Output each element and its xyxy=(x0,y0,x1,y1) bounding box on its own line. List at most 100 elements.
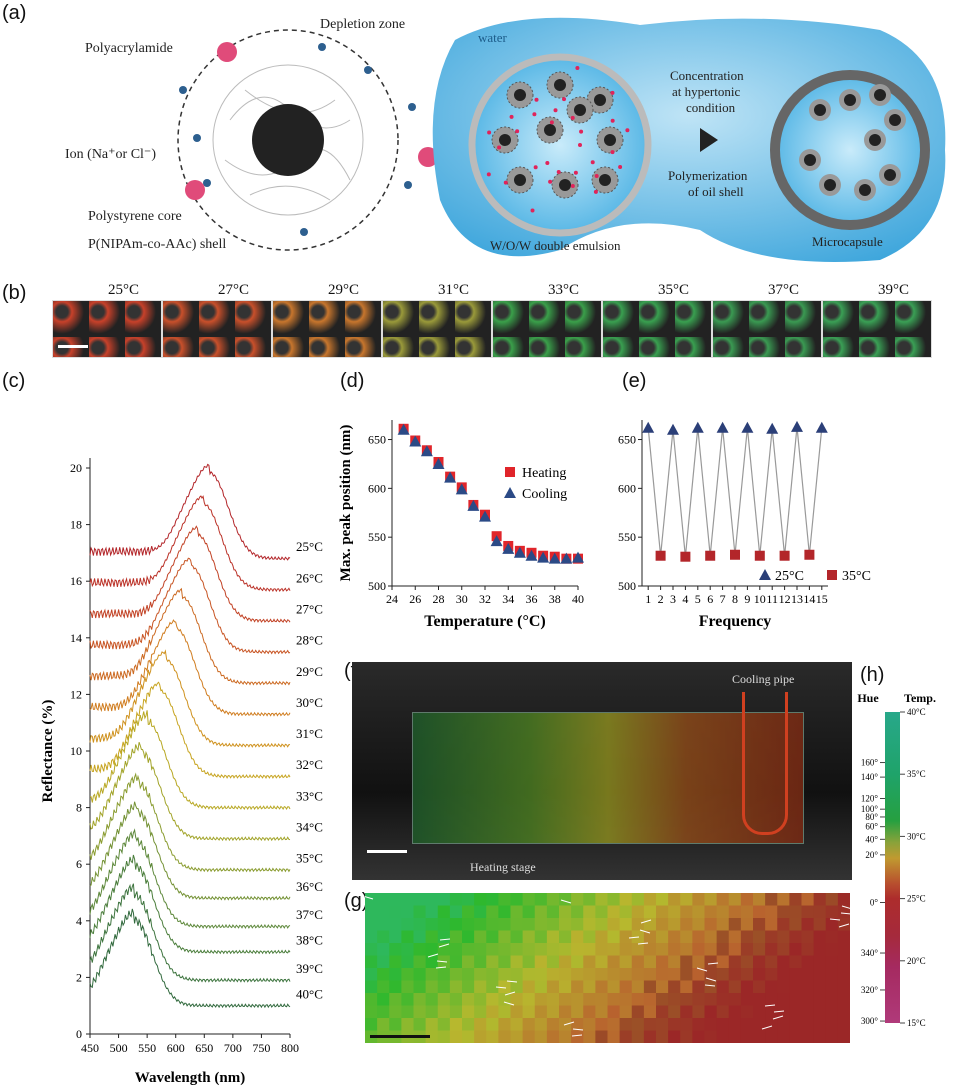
heatmap-cell xyxy=(474,955,487,969)
heatmap-cell xyxy=(365,930,378,944)
heatmap-cell xyxy=(413,993,427,1006)
y-tick-label: 650 xyxy=(618,433,636,447)
heatmap-cell xyxy=(534,930,548,944)
heatmap-cell xyxy=(474,1030,487,1043)
heatmap-cell xyxy=(583,955,596,969)
microgel-core xyxy=(594,94,606,106)
heatmap-cell xyxy=(668,968,681,981)
spectrum-line xyxy=(89,619,291,717)
heatmap-cell xyxy=(716,918,730,931)
x-tick-label: 36 xyxy=(526,592,538,606)
heatmap-cell xyxy=(789,968,802,981)
heatmap-cell xyxy=(813,930,827,944)
spectrum-line xyxy=(89,710,291,811)
x-tick-label: 32 xyxy=(479,592,491,606)
x-tick-label: 8 xyxy=(732,592,738,606)
x-tick-label: 4 xyxy=(682,592,688,606)
heatmap-cell xyxy=(789,943,802,956)
heatmap-cell xyxy=(619,943,633,956)
heatmap-cell xyxy=(498,930,511,944)
heatmap-cell xyxy=(801,980,815,994)
heatmap-cell xyxy=(607,918,621,931)
heatmap-cell xyxy=(365,943,378,956)
heatmap-cell xyxy=(571,905,584,919)
microgel-core xyxy=(889,114,901,126)
heatmap-cell xyxy=(704,918,718,931)
series-label: 36°C xyxy=(296,879,323,894)
heatmap-cell xyxy=(389,905,402,919)
flow-arrow xyxy=(640,919,652,924)
flow-arrow xyxy=(503,1001,515,1006)
heatmap-cell xyxy=(534,943,548,956)
heatmap-cell xyxy=(765,993,778,1006)
heatmap-cell xyxy=(704,930,718,944)
flow-arrow xyxy=(704,984,716,987)
point-35C xyxy=(680,551,691,562)
point-25C xyxy=(691,421,704,433)
panel-label-g: (g) xyxy=(344,890,369,912)
heatmap-cell xyxy=(595,980,608,994)
heatmap-cell xyxy=(425,893,439,906)
heatmap-cell xyxy=(377,1018,390,1031)
x-tick-label: 800 xyxy=(281,1041,299,1055)
spectrum-line xyxy=(89,681,291,779)
heatmap-cell xyxy=(595,943,608,956)
flow-arrow xyxy=(639,929,651,934)
heatmap-cell xyxy=(837,943,850,956)
heatmap-cell xyxy=(486,980,499,994)
heatmap-cell xyxy=(425,1005,439,1019)
heatmap-cell xyxy=(449,1030,463,1043)
heatmap-cell xyxy=(571,1005,584,1019)
flow-arrow xyxy=(829,918,841,921)
heatmap-cell xyxy=(716,1018,730,1031)
spectrum-line xyxy=(89,908,291,1009)
hue-tick-label: 160° xyxy=(861,758,879,768)
heatmap-cell xyxy=(631,1018,645,1031)
heatmap-cell xyxy=(365,918,378,931)
heatmap-cell xyxy=(631,993,645,1006)
ion-dot xyxy=(487,130,492,135)
heatmap-cell xyxy=(486,918,499,931)
flow-arrow xyxy=(438,943,450,948)
flow-arrow xyxy=(495,986,507,989)
series-label: 40°C xyxy=(296,986,323,1001)
spectrum-line xyxy=(89,742,291,842)
heatmap-cell xyxy=(583,1005,596,1019)
hue-tick-label: 40° xyxy=(865,834,878,844)
heatmap-cell xyxy=(765,968,778,981)
cooling-point xyxy=(502,542,515,554)
heatmap-cell xyxy=(631,955,645,969)
microgel-core xyxy=(544,124,556,136)
heatmap-cell xyxy=(668,918,681,931)
flow-arrow xyxy=(427,953,439,958)
hue-tick-label: 100° xyxy=(861,804,879,814)
heatmap-cell xyxy=(753,893,766,906)
heatmap-cell xyxy=(474,930,487,944)
y-tick-label: 18 xyxy=(70,518,82,532)
y-tick-label: 16 xyxy=(70,574,82,588)
heatmap-cell xyxy=(474,905,487,919)
point-25C xyxy=(741,421,754,433)
heatmap-cell xyxy=(498,980,511,994)
heatmap-cell xyxy=(571,993,584,1006)
hue-tick-label: 80° xyxy=(865,812,878,822)
heatmap-cell xyxy=(449,918,463,931)
heatmap-cell xyxy=(546,1005,560,1019)
heatmap-cell xyxy=(765,1030,778,1043)
heatmap-cell xyxy=(571,968,584,981)
heatmap-cell xyxy=(449,943,463,956)
heatmap-cell xyxy=(571,930,584,944)
heatmap-cell xyxy=(619,980,633,994)
point-25C xyxy=(667,423,679,435)
microgel-core xyxy=(599,174,611,186)
heatmap-cell xyxy=(692,955,705,969)
heatmap-cell xyxy=(753,980,766,994)
temperature-label: 39°C xyxy=(878,282,910,298)
microscope-image xyxy=(162,300,272,358)
heatmap-cell xyxy=(595,993,608,1006)
heatmap-cell xyxy=(765,905,778,919)
heatmap-cell xyxy=(837,993,850,1006)
flow-arrow xyxy=(840,912,850,915)
series-label: 34°C xyxy=(296,819,323,834)
